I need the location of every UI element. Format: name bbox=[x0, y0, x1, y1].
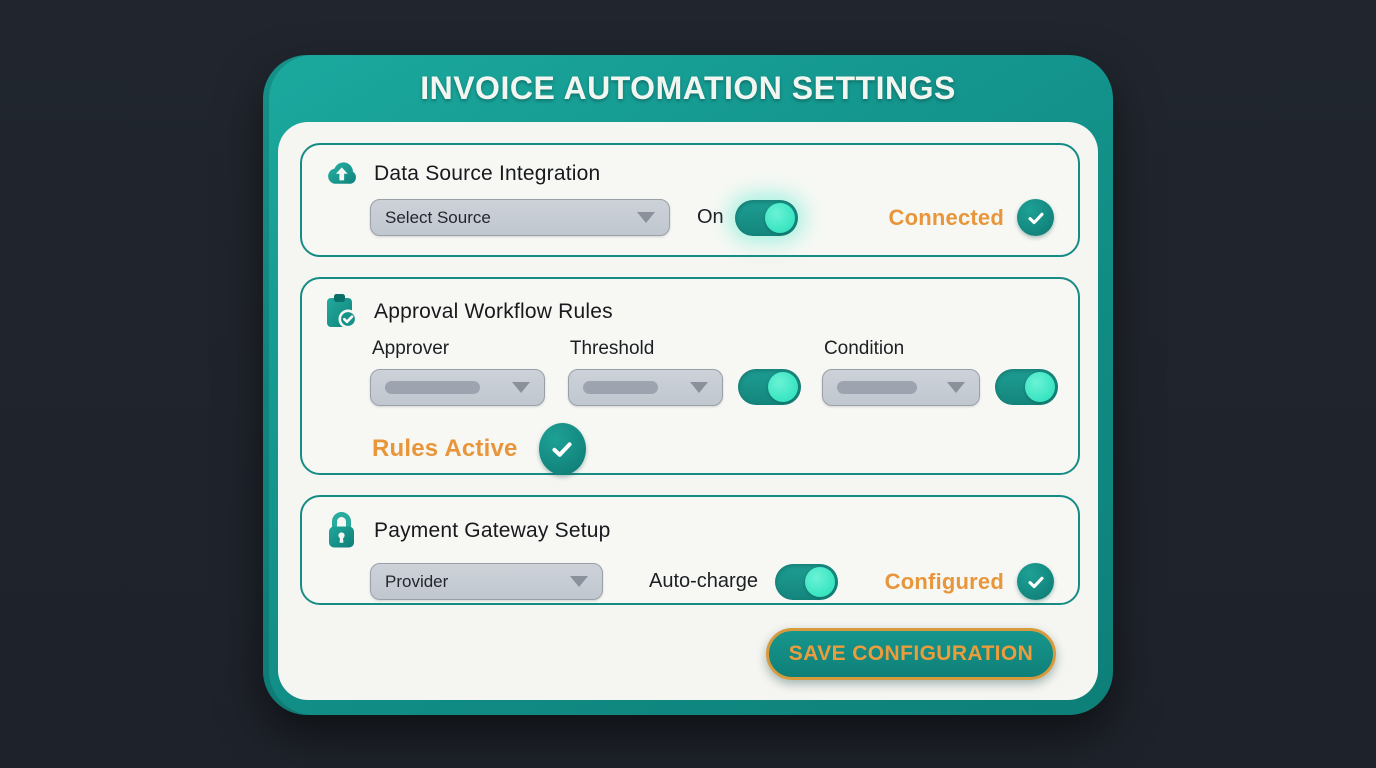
section-title-approval: Approval Workflow Rules bbox=[374, 300, 613, 323]
toggle-knob bbox=[804, 566, 835, 597]
panel-body: Data Source Integration Select Source On… bbox=[278, 122, 1098, 700]
footer-actions: SAVE CONFIGURATION bbox=[300, 628, 1076, 680]
save-configuration-button[interactable]: SAVE CONFIGURATION bbox=[766, 628, 1056, 680]
check-circle-icon bbox=[1017, 199, 1054, 236]
approver-label: Approver bbox=[372, 338, 450, 359]
section-title-data-source: Data Source Integration bbox=[374, 161, 601, 185]
page-title: INVOICE AUTOMATION SETTINGS bbox=[420, 70, 956, 106]
data-source-controls: Select Source On Connected bbox=[322, 199, 1058, 236]
auto-charge-toggle[interactable] bbox=[774, 563, 838, 600]
lock-icon bbox=[322, 510, 360, 551]
status-text-configured: Configured bbox=[884, 568, 1004, 594]
condition-field: Condition bbox=[821, 338, 980, 406]
source-toggle[interactable] bbox=[734, 199, 798, 236]
chevron-down-icon bbox=[637, 212, 655, 223]
source-dropdown-value: Select Source bbox=[385, 207, 491, 227]
section-head: Data Source Integration bbox=[322, 145, 1058, 189]
data-source-status: Connected bbox=[889, 199, 1054, 236]
toggle-knob bbox=[1025, 372, 1055, 402]
source-toggle-label: On bbox=[697, 206, 724, 228]
provider-dropdown-value: Provider bbox=[385, 571, 449, 591]
toggle-knob bbox=[767, 372, 798, 402]
chevron-down-icon bbox=[511, 382, 530, 393]
clipboard-check-icon bbox=[322, 292, 360, 332]
threshold-field: Threshold bbox=[567, 338, 723, 406]
condition-dropdown[interactable] bbox=[821, 369, 980, 406]
panel-header: INVOICE AUTOMATION SETTINGS bbox=[263, 55, 1113, 122]
source-dropdown[interactable]: Select Source bbox=[370, 199, 670, 236]
status-text-connected: Connected bbox=[888, 204, 1004, 230]
approval-status: Rules Active bbox=[322, 423, 1058, 475]
cloud-upload-icon bbox=[322, 158, 360, 189]
section-title-payment: Payment Gateway Setup bbox=[374, 518, 611, 542]
threshold-label: Threshold bbox=[569, 338, 655, 359]
threshold-toggle[interactable] bbox=[737, 369, 801, 405]
section-head: Approval Workflow Rules bbox=[322, 279, 1058, 332]
placeholder-pill bbox=[385, 381, 480, 394]
payment-status: Configured bbox=[885, 563, 1054, 600]
section-payment-gateway: Payment Gateway Setup Provider Auto-char… bbox=[300, 495, 1080, 605]
chevron-down-icon bbox=[689, 382, 708, 393]
section-data-source: Data Source Integration Select Source On… bbox=[300, 143, 1080, 257]
status-text-rules-active: Rules Active bbox=[372, 435, 518, 462]
condition-label: Condition bbox=[823, 338, 905, 359]
section-approval-rules: Approval Workflow Rules Approver Thresho… bbox=[300, 277, 1080, 475]
check-circle-icon bbox=[1017, 563, 1054, 600]
payment-controls: Provider Auto-charge Configured bbox=[322, 563, 1058, 600]
check-circle-icon bbox=[538, 423, 586, 475]
approver-dropdown[interactable] bbox=[370, 369, 545, 406]
provider-dropdown[interactable]: Provider bbox=[370, 563, 603, 600]
approval-fields: Approver Threshold bbox=[322, 338, 1058, 406]
approver-field: Approver bbox=[370, 338, 545, 406]
toggle-knob bbox=[764, 202, 795, 233]
placeholder-pill bbox=[582, 381, 658, 394]
placeholder-pill bbox=[836, 381, 917, 394]
chevron-down-icon bbox=[947, 382, 965, 393]
section-head: Payment Gateway Setup bbox=[322, 497, 1058, 551]
settings-panel: INVOICE AUTOMATION SETTINGS bbox=[263, 55, 1113, 715]
condition-toggle[interactable] bbox=[995, 369, 1058, 405]
threshold-dropdown[interactable] bbox=[567, 369, 723, 406]
auto-charge-label: Auto-charge bbox=[649, 570, 758, 592]
chevron-down-icon bbox=[570, 576, 588, 587]
